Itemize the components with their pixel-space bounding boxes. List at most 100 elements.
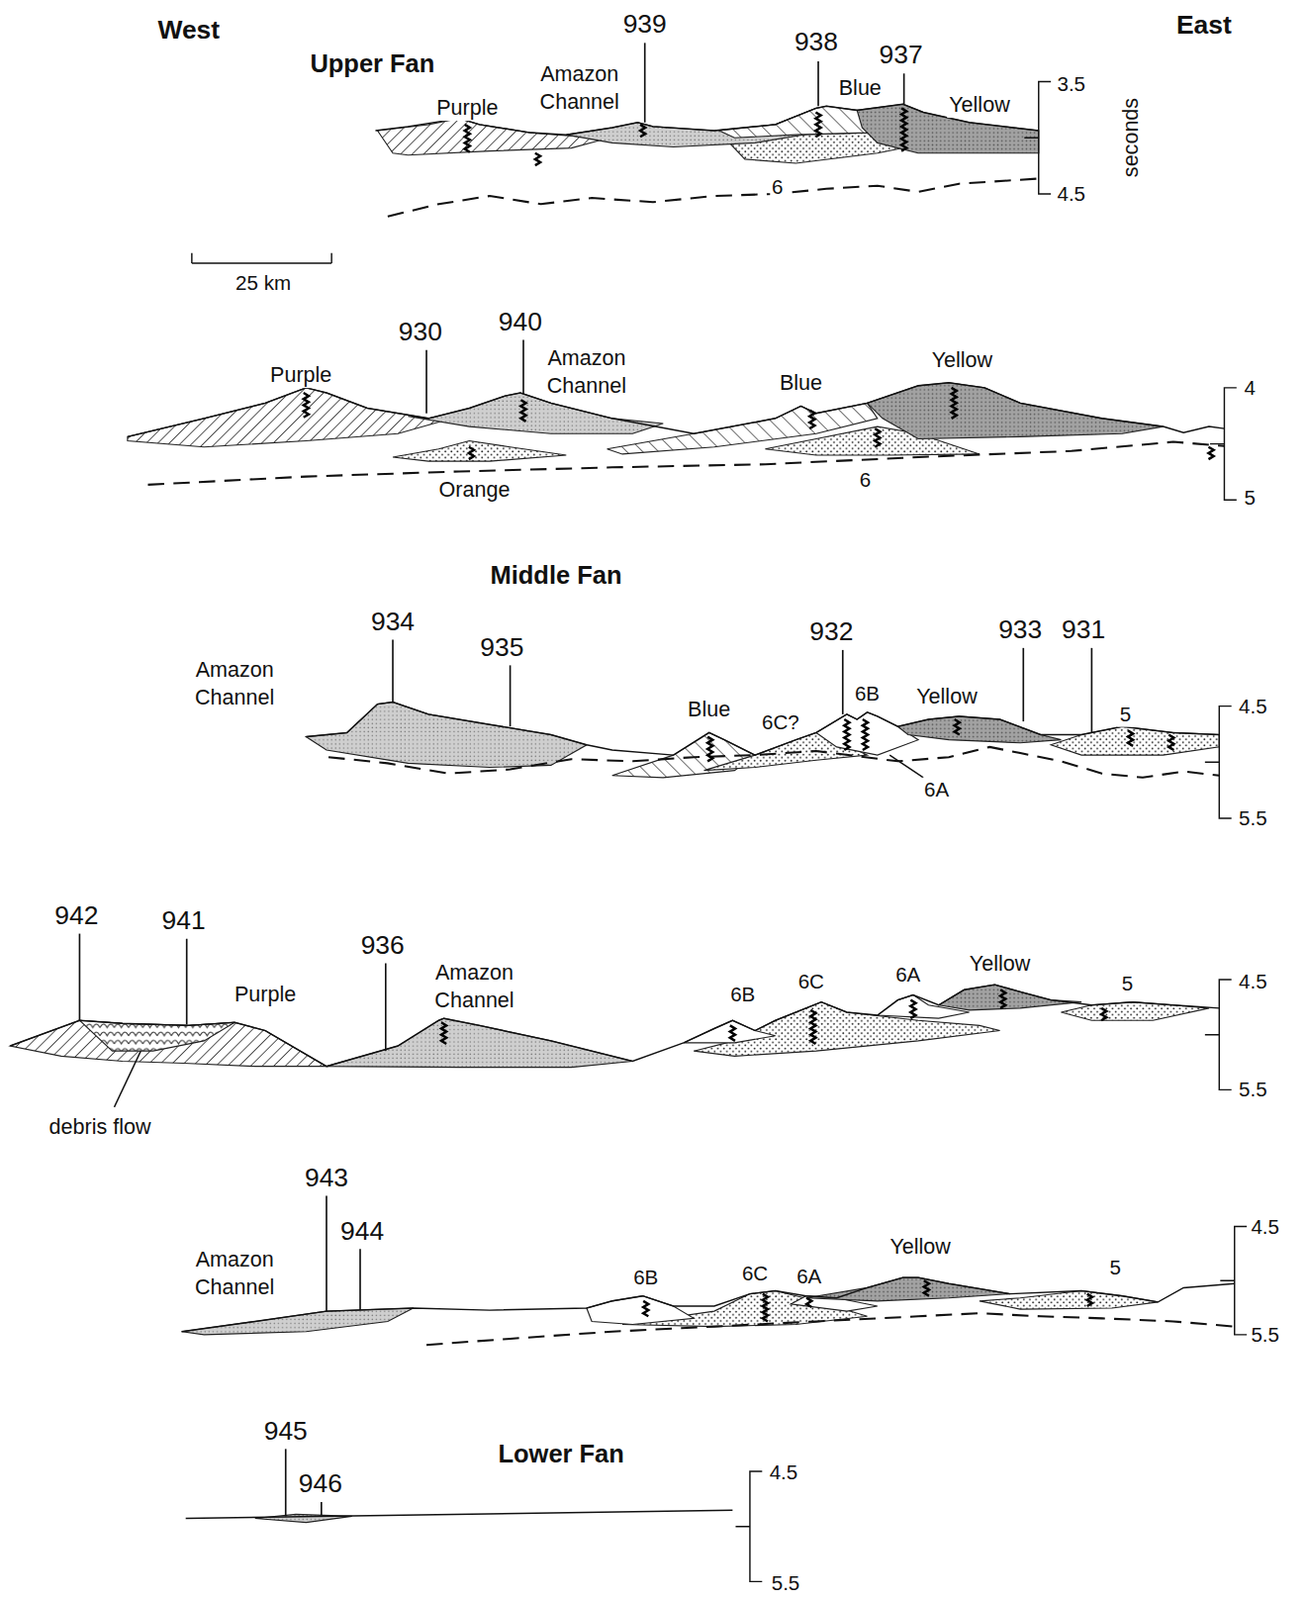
unit-label: 5 bbox=[1120, 971, 1135, 997]
unit-label: 5 bbox=[1118, 701, 1133, 727]
unit-label: 6C bbox=[796, 969, 827, 995]
site-number: 937 bbox=[876, 39, 925, 72]
site-number: 933 bbox=[996, 614, 1044, 647]
reflector-line bbox=[387, 178, 1039, 216]
site-number: 946 bbox=[296, 1469, 345, 1501]
sediment-body bbox=[377, 118, 603, 156]
unit-label: Yellow bbox=[930, 347, 996, 374]
core-mark bbox=[1168, 735, 1174, 750]
core-mark bbox=[843, 719, 849, 750]
core-mark bbox=[809, 410, 815, 430]
unit-label: Purple bbox=[268, 363, 334, 389]
unit-label: Orange bbox=[437, 476, 513, 503]
core-mark bbox=[1000, 989, 1006, 1009]
seafloor-line bbox=[186, 1509, 734, 1518]
sediment-body bbox=[305, 702, 587, 768]
sediment-body bbox=[867, 382, 1164, 440]
core-mark bbox=[762, 1294, 768, 1322]
site-line bbox=[186, 938, 188, 1026]
reflector-line bbox=[328, 747, 1219, 778]
scale-value: 4.5 bbox=[767, 1460, 801, 1486]
unit-label: 6 bbox=[769, 174, 785, 199]
leader-line bbox=[330, 253, 332, 264]
core-mark bbox=[806, 1298, 812, 1308]
unit-label: Yellow bbox=[967, 951, 1033, 978]
unit-label: Yellow bbox=[946, 92, 1013, 118]
site-number: 930 bbox=[396, 316, 445, 349]
sediment-body bbox=[816, 712, 919, 755]
sediment-body bbox=[683, 1020, 776, 1043]
core-mark bbox=[1208, 447, 1214, 460]
site-number: 942 bbox=[52, 900, 100, 933]
site-line bbox=[425, 350, 428, 414]
scale-value: 5.5 bbox=[769, 1571, 803, 1596]
site-number: 940 bbox=[496, 306, 545, 339]
unit-label: debris flow bbox=[47, 1115, 154, 1141]
leader-line bbox=[889, 754, 924, 778]
seafloor-line bbox=[182, 1277, 1235, 1332]
site-line bbox=[391, 640, 394, 703]
unit-label: Amazon Channel bbox=[538, 60, 622, 116]
site-line bbox=[79, 934, 82, 1022]
axis-title: seconds bbox=[1118, 95, 1144, 180]
core-mark bbox=[535, 153, 541, 166]
scale-value: 25 km bbox=[233, 270, 293, 295]
site-line bbox=[320, 1501, 323, 1515]
site-line bbox=[1022, 648, 1025, 722]
reflector-line bbox=[148, 442, 1225, 485]
core-mark bbox=[520, 399, 526, 422]
core-mark bbox=[951, 387, 957, 419]
unit-label: Purple bbox=[232, 981, 298, 1008]
unit-label: Amazon Channel bbox=[432, 958, 516, 1015]
core-mark bbox=[303, 392, 309, 418]
sediment-body bbox=[1050, 726, 1219, 755]
core-mark bbox=[810, 1010, 816, 1044]
site-number: 944 bbox=[338, 1215, 386, 1248]
scale-value: 5 bbox=[1242, 485, 1258, 511]
core-mark bbox=[468, 447, 474, 460]
time-scale bbox=[1205, 979, 1232, 1090]
scale-value: 4 bbox=[1242, 375, 1258, 401]
site-number: 941 bbox=[160, 905, 208, 937]
time-scale bbox=[1219, 1226, 1247, 1335]
scale-value: 5.5 bbox=[1248, 1321, 1282, 1347]
unit-label: 6A bbox=[794, 1264, 824, 1290]
leader-line bbox=[113, 1050, 141, 1108]
core-mark bbox=[441, 1022, 447, 1044]
unit-label: Amazon Channel bbox=[192, 655, 277, 712]
core-mark bbox=[874, 428, 880, 448]
site-line bbox=[644, 42, 647, 122]
unit-label: 6C bbox=[740, 1261, 770, 1287]
core-mark bbox=[707, 737, 713, 762]
site-line bbox=[903, 73, 906, 104]
core-mark bbox=[730, 1025, 736, 1040]
scale-value: 5.5 bbox=[1236, 806, 1270, 832]
sediment-body bbox=[1060, 1002, 1210, 1022]
scale-value: 4.5 bbox=[1236, 693, 1270, 719]
unit-label: Blue bbox=[837, 75, 884, 101]
leader-line bbox=[190, 253, 192, 264]
unit-label: Amazon Channel bbox=[545, 344, 629, 400]
leader-line bbox=[191, 262, 332, 264]
site-number: 938 bbox=[792, 26, 841, 59]
time-scale bbox=[1205, 706, 1232, 819]
scale-value: 5.5 bbox=[1236, 1077, 1270, 1103]
sediment-body bbox=[392, 441, 566, 463]
seafloor-line bbox=[9, 984, 1219, 1066]
core-mark bbox=[910, 1000, 916, 1020]
site-number: 939 bbox=[621, 8, 669, 41]
site-number: 935 bbox=[477, 632, 526, 664]
site-line bbox=[841, 650, 844, 715]
sediment-body bbox=[9, 1020, 327, 1066]
unit-label: 5 bbox=[1107, 1254, 1122, 1280]
unit-label: Yellow bbox=[914, 683, 980, 710]
time-scale bbox=[1024, 82, 1051, 194]
section-heading: Upper Fan bbox=[307, 48, 437, 80]
time-scale bbox=[735, 1471, 762, 1582]
core-mark bbox=[862, 719, 868, 750]
reflector-line bbox=[426, 1312, 1235, 1345]
seafloor-line bbox=[305, 702, 1219, 756]
sediment-body bbox=[586, 1296, 694, 1325]
site-line bbox=[325, 1196, 328, 1312]
site-number: 943 bbox=[302, 1162, 351, 1195]
